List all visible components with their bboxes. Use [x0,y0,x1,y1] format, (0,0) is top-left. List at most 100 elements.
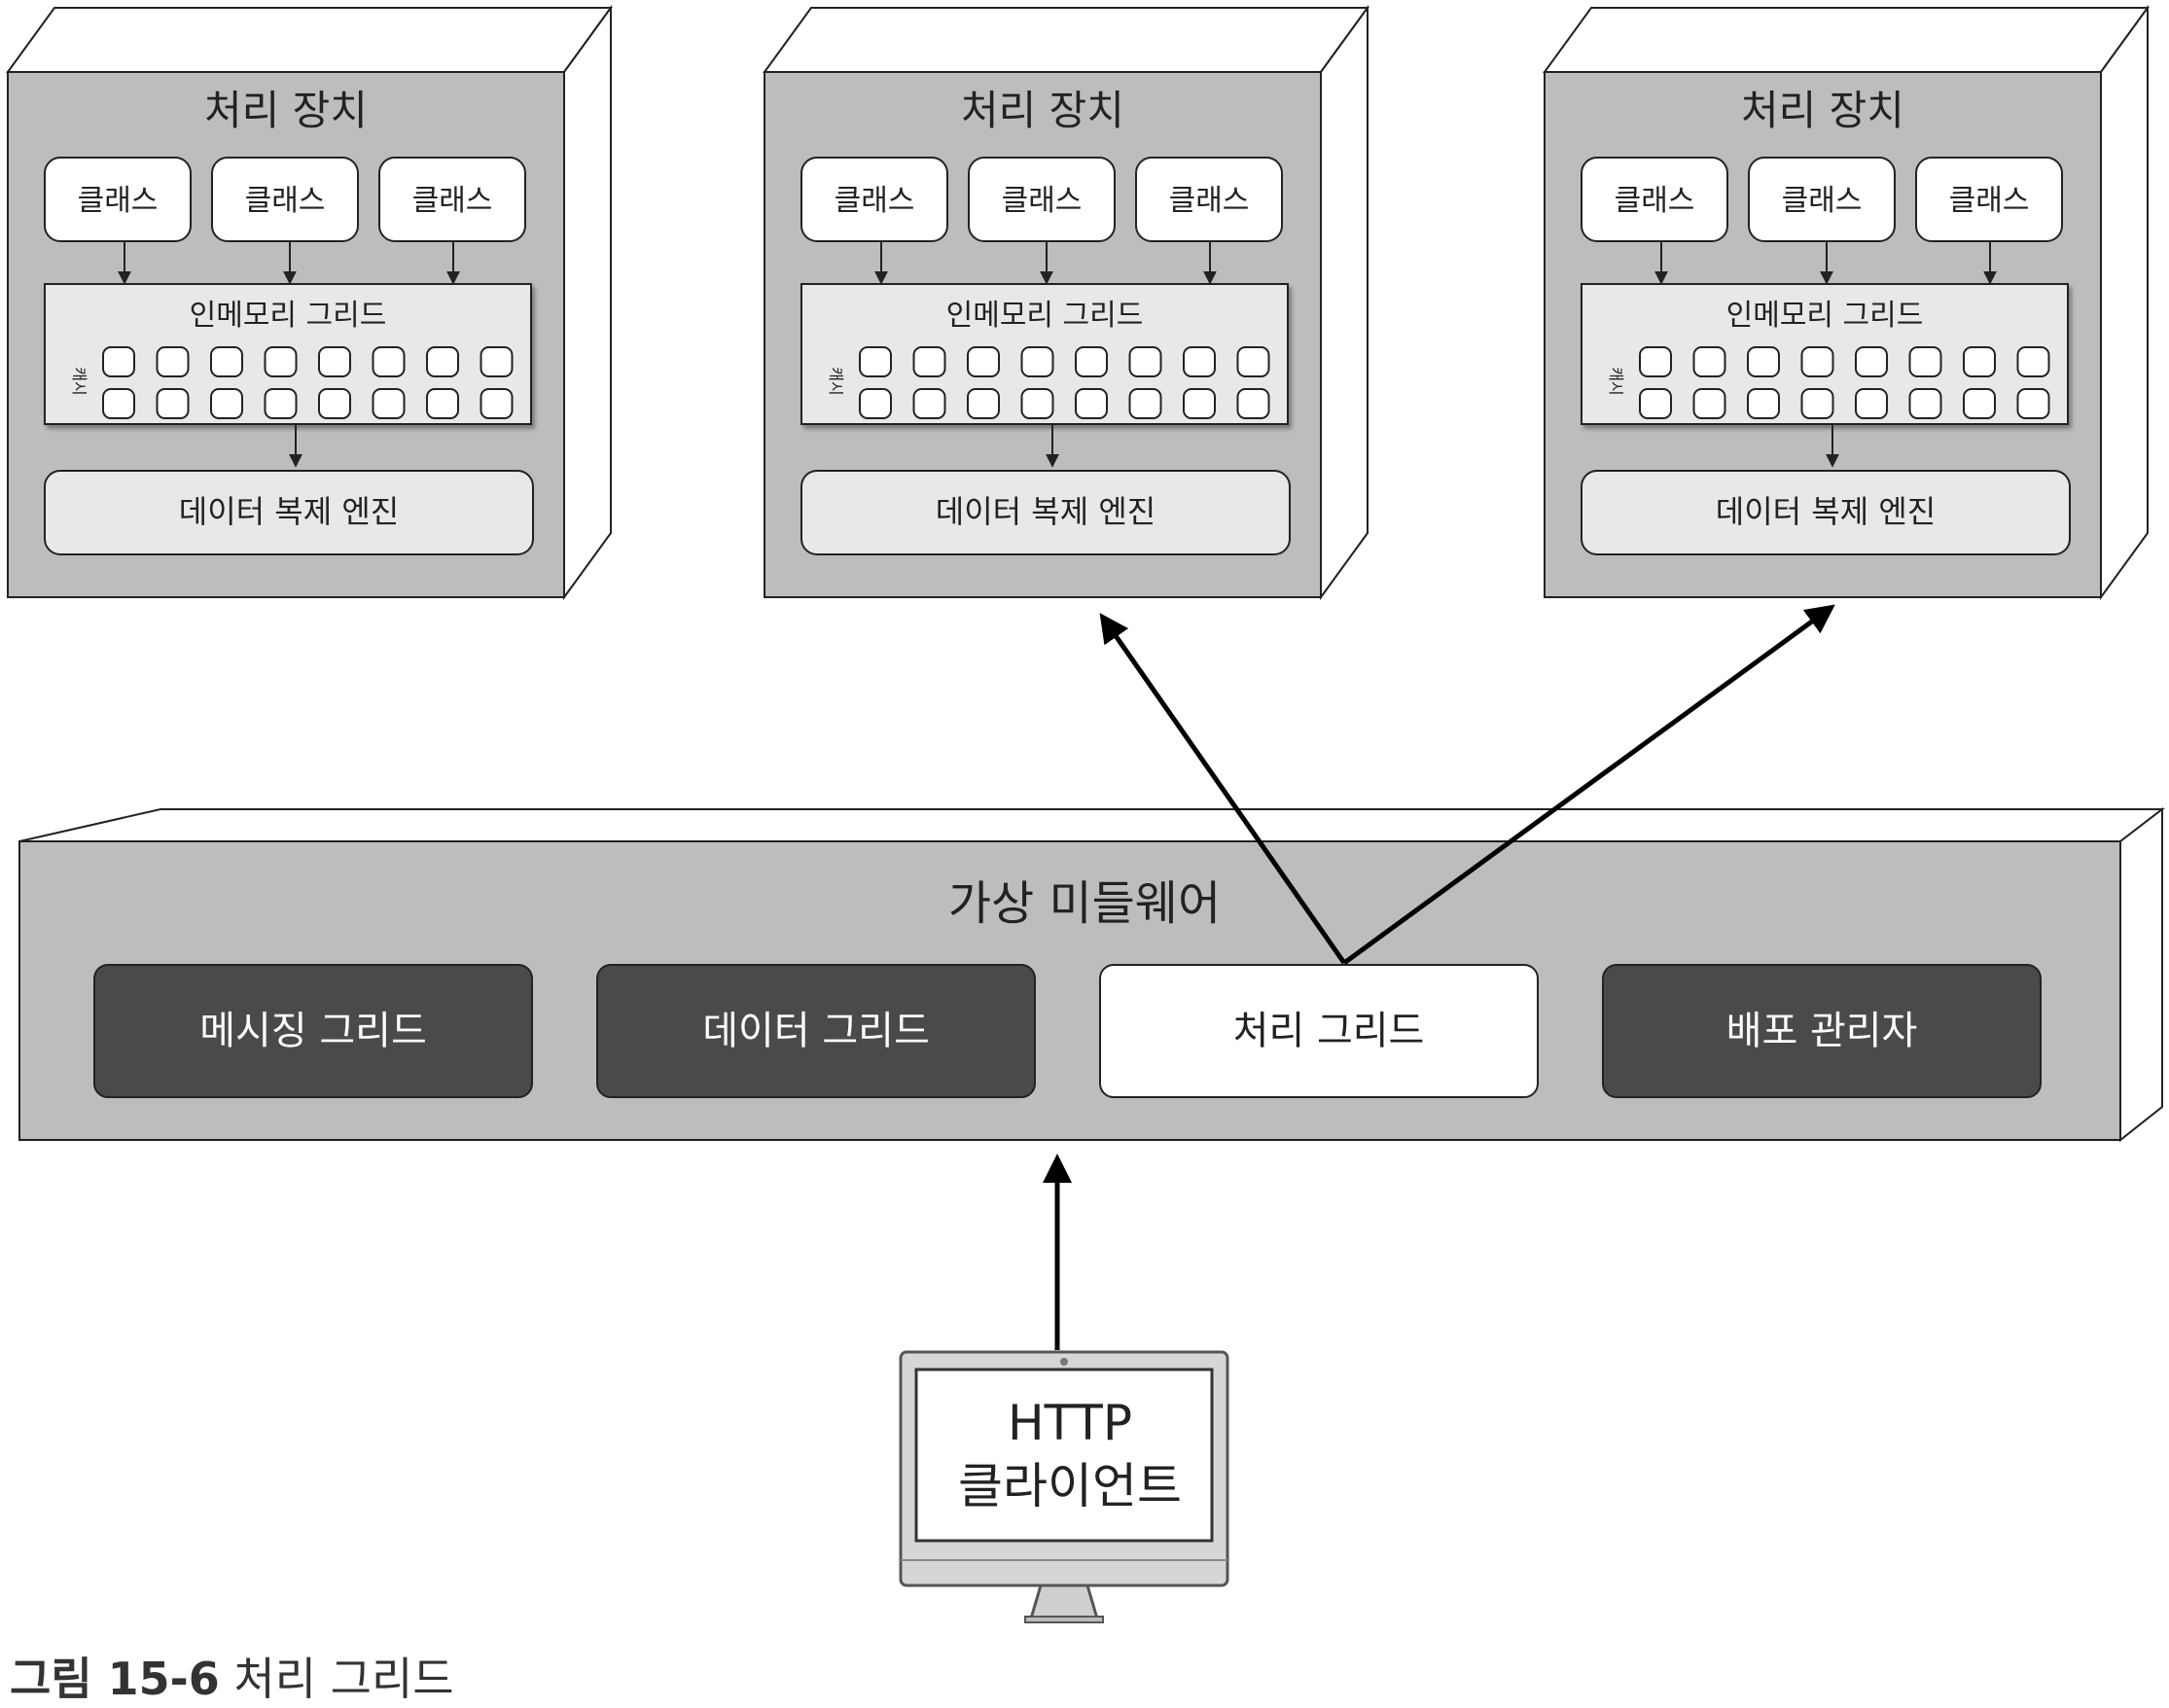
cache-slot [1075,388,1108,419]
class-box: 클래스 [1915,157,2063,242]
client-line2: 클라이언트 [958,1458,1182,1514]
cache-slot [102,346,135,377]
cache-slot [1747,388,1780,419]
class-label: 클래스 [1169,184,1250,218]
class-label: 클래스 [1002,184,1083,218]
cache-slot [912,346,946,377]
cache-slot [859,388,892,419]
cache-slot [210,346,243,377]
processing-grid-button[interactable]: 처리 그리드 [1099,964,1539,1098]
replication-label: 데이터 복제 엔진 [936,493,1156,530]
cache-slot [1855,346,1888,377]
cache-slot [1128,388,1162,419]
cache-slot [156,388,190,419]
messaging-grid-label: 메시징 그리드 [199,1009,427,1053]
messaging-grid-button[interactable]: 메시징 그리드 [93,964,533,1098]
arrow-to-unit-2 [1099,613,1347,965]
replication-label: 데이터 복제 엔진 [179,493,399,530]
client-line1: HTTP [1008,1395,1132,1451]
class-label: 클래스 [1615,184,1695,218]
grid-label: 인메모리 그리드 [946,299,1144,333]
class-box: 클래스 [211,157,359,242]
data-replication-engine: 데이터 복제 엔진 [44,470,534,555]
grid-label: 인메모리 그리드 [190,299,387,333]
cache-slot [1020,346,1054,377]
cache-slot [1128,346,1162,377]
cache-slot [1908,346,1942,377]
class-box: 클래스 [1135,157,1283,242]
cache-slot [1747,346,1780,377]
cache-slot [480,388,514,419]
cache-slot [912,388,946,419]
cache-slot [967,346,1000,377]
figure-caption-text: 처리 그리드 [233,1653,454,1705]
class-box: 클래스 [968,157,1116,242]
cache-slot [1183,388,1216,419]
class-label: 클래스 [1949,184,2030,218]
data-grid-button[interactable]: 데이터 그리드 [596,964,1036,1098]
class-box: 클래스 [1748,157,1896,242]
data-replication-engine: 데이터 복제 엔진 [800,470,1291,555]
cache-slot [480,346,514,377]
cache-slot [264,346,298,377]
cache-slot [1236,388,1270,419]
cache-slot [2016,388,2050,419]
class-label: 클래스 [835,184,915,218]
replication-label: 데이터 복제 엔진 [1716,493,1936,530]
cache-slot [2016,346,2050,377]
processing-grid-label: 처리 그리드 [1233,1009,1425,1053]
class-label: 클래스 [412,184,493,218]
cache-slot [426,388,459,419]
cache-slot [1800,388,1834,419]
unit-title: 처리 장치 [961,87,1124,134]
cache-slot [1075,346,1108,377]
cache-slot [1639,388,1672,419]
data-grid-label: 데이터 그리드 [702,1009,930,1053]
deployment-manager-button[interactable]: 배포 관리자 [1602,964,2042,1098]
middleware-box: 가상 미들웨어 메시징 그리드 데이터 그리드 처리 그리드 배포 관리자 [18,806,2165,1143]
cache-label: 캐시 [827,367,845,395]
cache-slot [1692,388,1726,419]
cache-slot [372,388,406,419]
cache-slot [1908,388,1942,419]
cache-slot [1963,346,1996,377]
class-box: 클래스 [378,157,526,242]
cache-slot [1800,346,1834,377]
cache-slot [1183,346,1216,377]
cache-slot [156,346,190,377]
cache-slot [967,388,1000,419]
cache-slot [859,346,892,377]
cache-slot [264,388,298,419]
cache-slot [102,388,135,419]
cache-slot [210,388,243,419]
http-client-monitor: HTTP 클라이언트 [899,1350,1229,1623]
cache-label: 캐시 [70,367,89,395]
unit-title: 처리 장치 [1741,87,1904,134]
cache-slot [372,346,406,377]
cache-slot [1855,388,1888,419]
class-label: 클래스 [1782,184,1863,218]
class-box: 클래스 [1581,157,1728,242]
cache-slot [318,346,351,377]
cache-label: 캐시 [1607,367,1625,395]
figure-caption: 그림 15-6 처리 그리드 [10,1644,454,1708]
data-replication-engine: 데이터 복제 엔진 [1581,470,2071,555]
cache-slot [1963,388,1996,419]
class-label: 클래스 [78,184,159,218]
cache-slot [426,346,459,377]
deployment-manager-label: 배포 관리자 [1726,1009,1918,1053]
cache-slot [1639,346,1672,377]
class-box: 클래스 [44,157,192,242]
unit-title: 처리 장치 [204,87,368,134]
middleware-title: 가상 미들웨어 [948,876,1221,931]
arrow-to-unit-3 [1342,604,1835,966]
class-box: 클래스 [800,157,948,242]
cache-slot [1020,388,1054,419]
